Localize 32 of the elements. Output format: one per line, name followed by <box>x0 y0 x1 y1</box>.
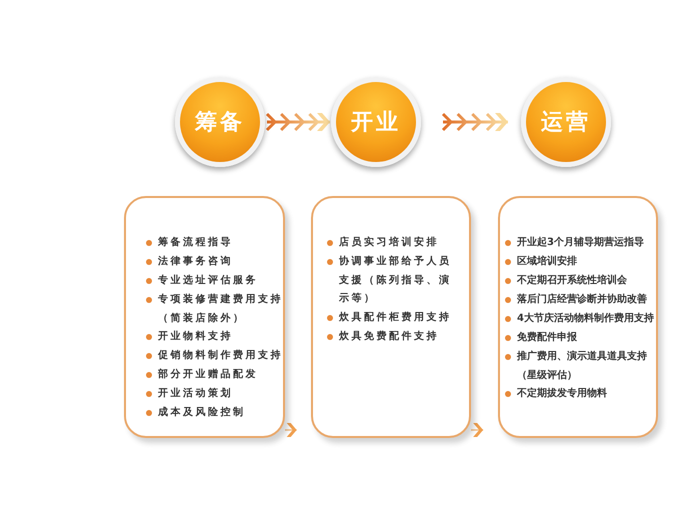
stage-circle <box>331 77 421 167</box>
list-item: 炊具免费配件支持 <box>339 330 440 344</box>
list-item: 推广费用、演示道具道具支持（星级评估） <box>517 349 648 382</box>
list-item: 开业起3个月辅导期营运指导 <box>517 236 645 250</box>
list-item: 专项装修营建费用支持（简装店除外） <box>158 292 284 326</box>
list-item: 成本及风险控制 <box>158 406 246 420</box>
list-item: 不定期拔发专用物料 <box>517 386 608 401</box>
service-list-card <box>311 196 471 438</box>
list-item: 不定期召开系统性培训会 <box>517 273 628 288</box>
stage-title: 运营 <box>541 109 591 137</box>
list-item: 落后门店经营诊断并协助改善 <box>517 292 648 307</box>
stage-circle <box>175 77 265 167</box>
list-item: 法律事务咨询 <box>158 254 234 269</box>
list-item: 炊具配件柜费用支持 <box>339 310 452 325</box>
list-item: 筹备流程指导 <box>158 235 234 250</box>
chevron-arrow <box>442 112 510 132</box>
list-item: 开业物料支持 <box>158 330 234 344</box>
service-list-card <box>124 196 285 438</box>
list-item: 专业选址评估服务 <box>158 274 259 288</box>
list-item: 促销物料制作费用支持 <box>158 348 284 363</box>
list-item: 店员实习培训安排 <box>339 235 440 250</box>
list-item: 协调事业部给予人员支援（陈列指导、演示等） <box>339 254 452 306</box>
list-item: 部分开业赠品配发 <box>158 368 259 382</box>
stage-title: 筹备 <box>195 109 245 137</box>
list-item: 区域培训安排 <box>517 254 578 269</box>
stage-title: 开业 <box>351 109 401 137</box>
list-item: 免费配件申报 <box>517 330 578 345</box>
list-item: 开业活动策划 <box>158 386 234 401</box>
list-item: 4大节庆活动物料制作费用支持 <box>517 311 655 326</box>
chevron-arrow <box>266 112 332 132</box>
service-list-card <box>498 196 658 438</box>
stage-circle <box>521 77 611 167</box>
